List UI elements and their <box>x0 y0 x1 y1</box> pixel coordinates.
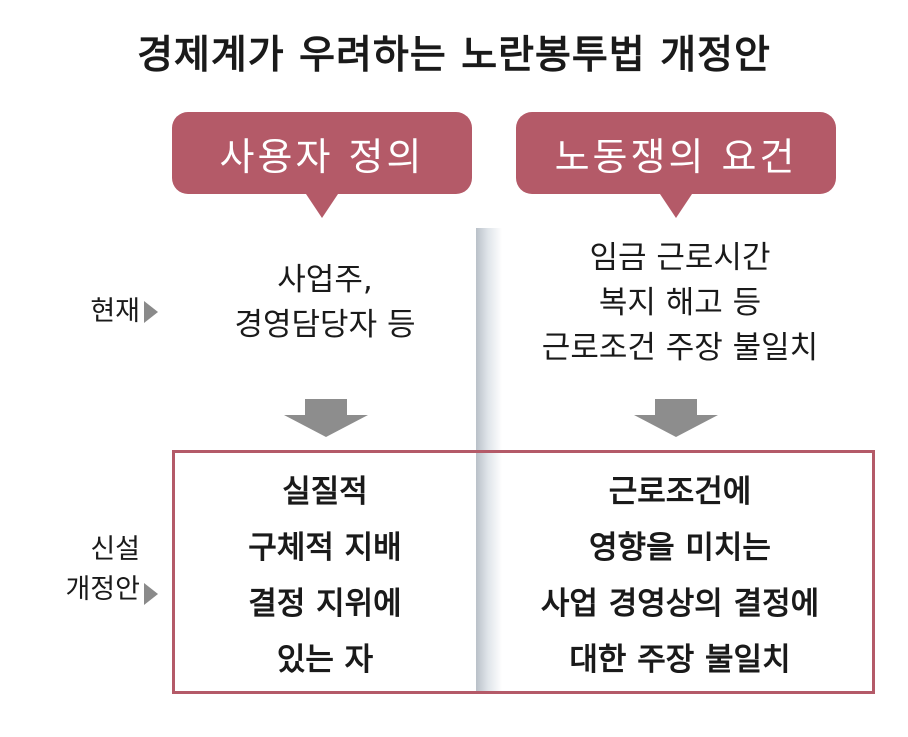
text-line: 사업주, <box>277 262 373 298</box>
triangle-right-icon <box>144 583 158 605</box>
text-line: 실질적 <box>282 474 368 510</box>
arrow-down-icon <box>284 399 368 437</box>
current-employer-definition: 사업주, 경영담당자 등 <box>190 258 460 348</box>
text-line: 구체적 지배 <box>248 530 402 566</box>
arrow-down-icon <box>634 399 718 437</box>
text-line: 경영담당자 등 <box>234 307 416 343</box>
current-dispute-requirement: 임금 근로시간 복지 해고 등 근로조건 주장 불일치 <box>500 236 860 371</box>
text-line: 결정 지위에 <box>248 586 402 622</box>
text-line: 대한 주장 불일치 <box>569 642 791 678</box>
revision-box <box>172 450 875 694</box>
heading-employer-definition: 사용자 정의 <box>172 112 472 218</box>
text-line: 복지 해고 등 <box>598 285 762 321</box>
text-line: 있는 자 <box>276 642 374 678</box>
text-line: 근로조건 주장 불일치 <box>541 330 819 366</box>
text-line: 임금 근로시간 <box>589 240 771 276</box>
heading-dispute-requirement: 노동쟁의 요건 <box>516 112 836 218</box>
triangle-right-icon <box>144 301 158 323</box>
column-divider <box>476 228 502 693</box>
row-label-new-line: 신설 <box>90 534 140 565</box>
new-dispute-requirement: 근로조건에 영향을 미치는 사업 경영상의 결정에 대한 주장 불일치 <box>495 464 865 688</box>
text-line: 영향을 미치는 <box>589 530 771 566</box>
row-label-current-text: 현재 <box>90 296 140 327</box>
text-line: 사업 경영상의 결정에 <box>540 586 820 622</box>
diagram-title: 경제계가 우려하는 노란봉투법 개정안 <box>137 33 771 78</box>
text-line: 근로조건에 <box>608 474 752 510</box>
heading-dispute-label: 노동쟁의 요건 <box>554 134 798 179</box>
row-label-new-line: 개정안 <box>65 574 140 605</box>
new-employer-definition: 실질적 구체적 지배 결정 지위에 있는 자 <box>190 464 460 688</box>
heading-employer-label: 사용자 정의 <box>219 134 425 179</box>
row-label-current: 현재 <box>40 292 140 332</box>
row-label-new: 신설 개정안 <box>20 530 140 610</box>
